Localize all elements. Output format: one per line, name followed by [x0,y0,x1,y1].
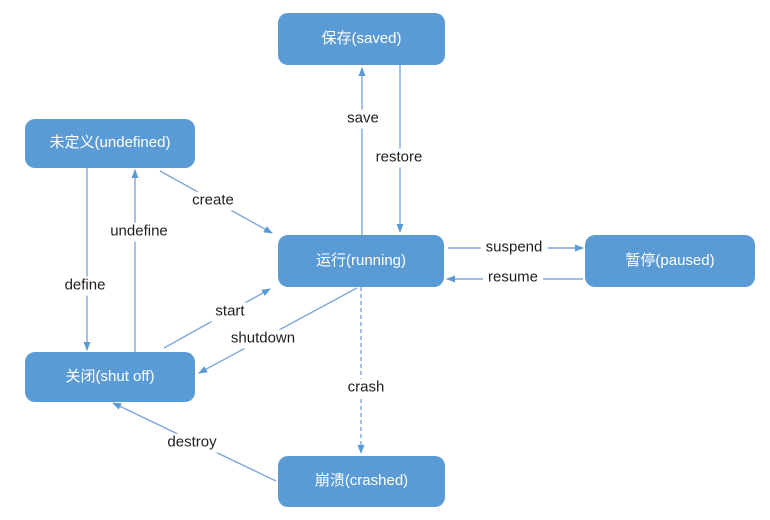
node-paused: 暂停(paused) [585,235,755,287]
node-undefined: 未定义(undefined) [25,119,195,168]
edge-label-crash: crash [342,378,390,398]
edge-label-create: create [187,191,239,211]
edge-label-save: save [342,109,384,129]
edge-label-resume: resume [482,268,544,288]
edge-label-undefine: undefine [105,222,173,242]
edge-label-destroy: destroy [162,433,222,453]
edge-label-restore: restore [370,148,428,168]
node-crashed: 崩溃(crashed) [278,456,445,507]
node-shut-off: 关闭(shut off) [25,352,195,402]
node-running: 运行(running) [278,235,444,287]
node-saved: 保存(saved) [278,13,445,65]
edge-label-start: start [210,302,250,322]
edge-label-shutdown: shutdown [225,329,301,349]
edge-label-define: define [59,276,111,296]
edge-label-suspend: suspend [480,238,548,258]
